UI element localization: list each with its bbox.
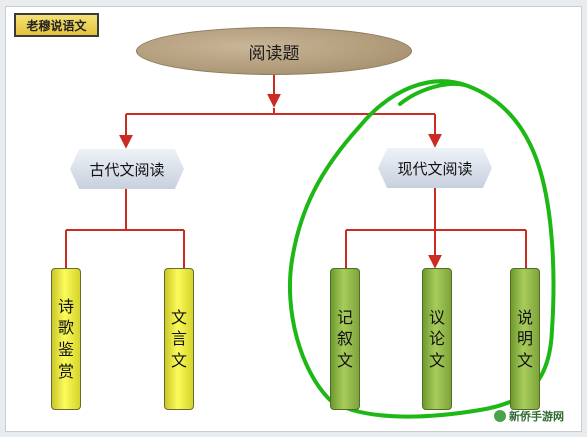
- root-label: 阅读题: [248, 43, 300, 64]
- argumentative-label: 议 论 文: [428, 307, 445, 370]
- classical-chinese-label: 文 言 文: [170, 307, 187, 370]
- poetry-appreciation-label: 诗 歌 鉴 赏: [57, 296, 74, 381]
- watermark-logo-icon: [494, 410, 506, 422]
- narrative-label: 记 叙 文: [336, 307, 353, 370]
- classical-chinese-node: 文 言 文: [164, 268, 194, 410]
- modern-reading-node: 现代文阅读: [378, 148, 492, 188]
- diagram-canvas: [5, 6, 582, 432]
- expository-label: 说 明 文: [516, 307, 533, 370]
- poetry-appreciation-node: 诗 歌 鉴 赏: [51, 268, 81, 410]
- ancient-reading-label: 古代文阅读: [89, 160, 165, 179]
- watermark-text: 新侨手游网: [509, 410, 564, 423]
- expository-node: 说 明 文: [510, 268, 540, 410]
- hand-drawn-circle: [287, 79, 556, 419]
- ancient-reading-node: 古代文阅读: [70, 149, 184, 189]
- modern-reading-label: 现代文阅读: [397, 159, 473, 178]
- root-node: 阅读题: [136, 27, 412, 75]
- author-tag: 老穆说语文: [14, 13, 99, 37]
- argumentative-node: 议 论 文: [422, 268, 452, 410]
- watermark: 新侨手游网: [494, 404, 574, 428]
- narrative-node: 记 叙 文: [330, 268, 360, 410]
